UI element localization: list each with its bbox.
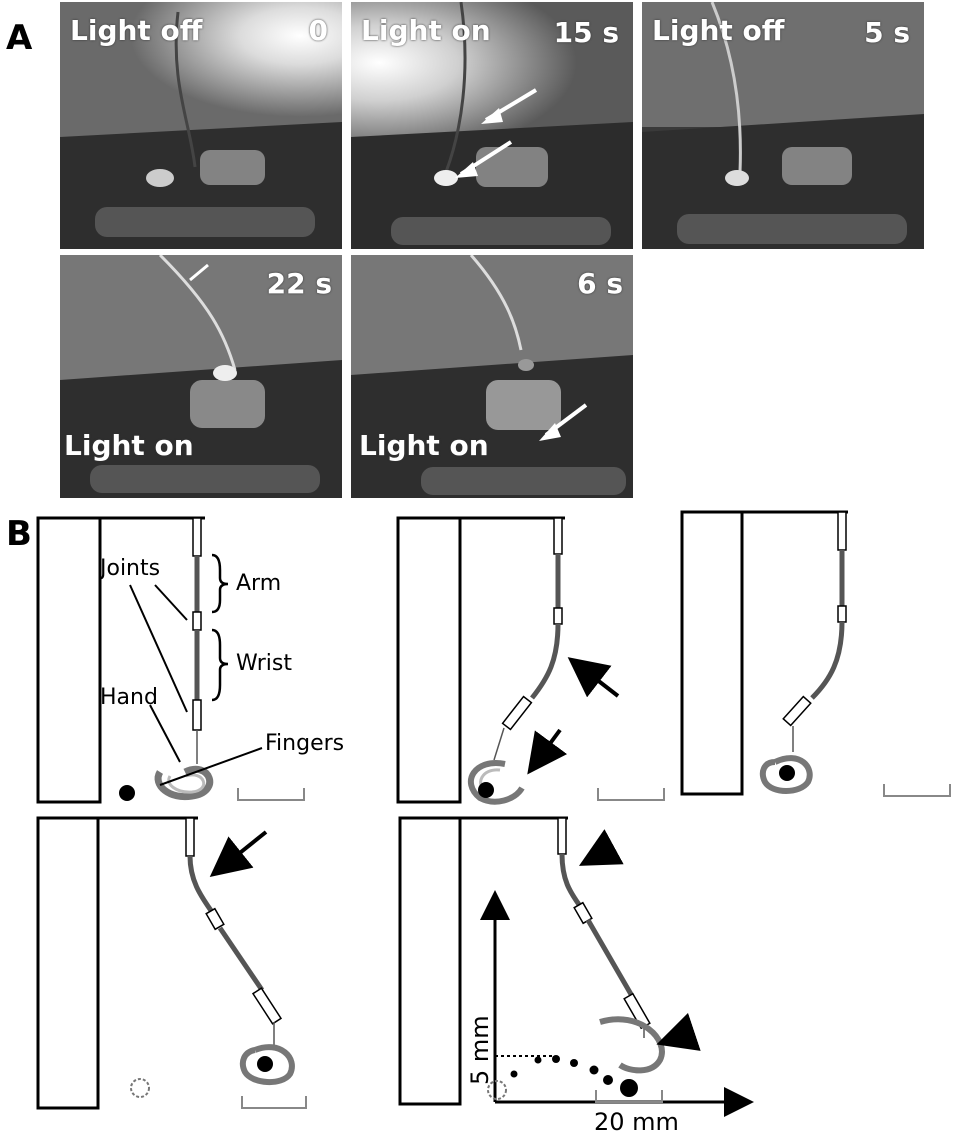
photo-scene — [60, 2, 342, 249]
photo-caption: Light off — [70, 14, 203, 47]
panel-b-letter: B — [6, 514, 32, 554]
label-hand: Hand — [100, 685, 158, 710]
photo-caption: Light on — [359, 429, 489, 462]
photo-time: 6 s — [577, 267, 623, 300]
scale-20mm: 20 mm — [594, 1108, 679, 1136]
cup — [237, 788, 305, 801]
photo-time: 22 s — [266, 267, 332, 300]
photo-caption: Light off — [652, 14, 785, 47]
photo-time: 15 s — [553, 16, 619, 49]
label-joints: Joints — [98, 556, 160, 581]
joint — [192, 699, 202, 731]
photo-light-on-15s: Light on 15 s — [351, 2, 633, 249]
photo-scene — [642, 2, 924, 249]
ball — [620, 1079, 638, 1097]
trajectory-point — [589, 1065, 599, 1075]
photo-time: 0 — [308, 14, 328, 47]
photo-light-on-22s: Light on 22 s — [60, 255, 342, 498]
label-fingers: Fingers — [265, 731, 344, 756]
photo-scene — [351, 2, 633, 249]
label-wrist: Wrist — [236, 651, 292, 676]
wrist-bracket — [211, 628, 229, 702]
schematic-3 — [680, 510, 951, 797]
trajectory-point — [534, 1056, 542, 1064]
robot-schematic: Joints Arm Wrist Hand Fingers — [36, 510, 951, 1136]
joint — [192, 611, 202, 631]
photo-caption: Light on — [64, 429, 194, 462]
photo-light-off-0s: Light off 0 — [60, 2, 342, 249]
wall — [36, 516, 102, 804]
trajectory-point — [552, 1055, 560, 1063]
ball — [119, 785, 135, 801]
joint — [192, 517, 202, 557]
arm-bracket — [211, 553, 229, 614]
trajectory-point — [510, 1070, 518, 1078]
photo-scene — [351, 255, 633, 498]
trajectory-point — [570, 1059, 578, 1067]
photo-light-off-5s: Light off 5 s — [642, 2, 924, 249]
schematic-5: 5 mm 20 mm — [398, 816, 754, 1136]
label-arm: Arm — [236, 571, 281, 596]
schematic-4 — [36, 816, 307, 1110]
photo-time: 5 s — [864, 16, 910, 49]
photo-scene — [60, 255, 342, 498]
schematic-1: Joints Arm Wrist Hand Fingers — [36, 516, 344, 804]
scale-5mm: 5 mm — [466, 1015, 494, 1085]
trajectory-point — [603, 1075, 613, 1085]
panel-a-letter: A — [6, 18, 33, 58]
photo-caption: Light on — [361, 14, 491, 47]
photo-light-on-6s: Light on 6 s — [351, 255, 633, 498]
schematic-2 — [396, 516, 665, 805]
